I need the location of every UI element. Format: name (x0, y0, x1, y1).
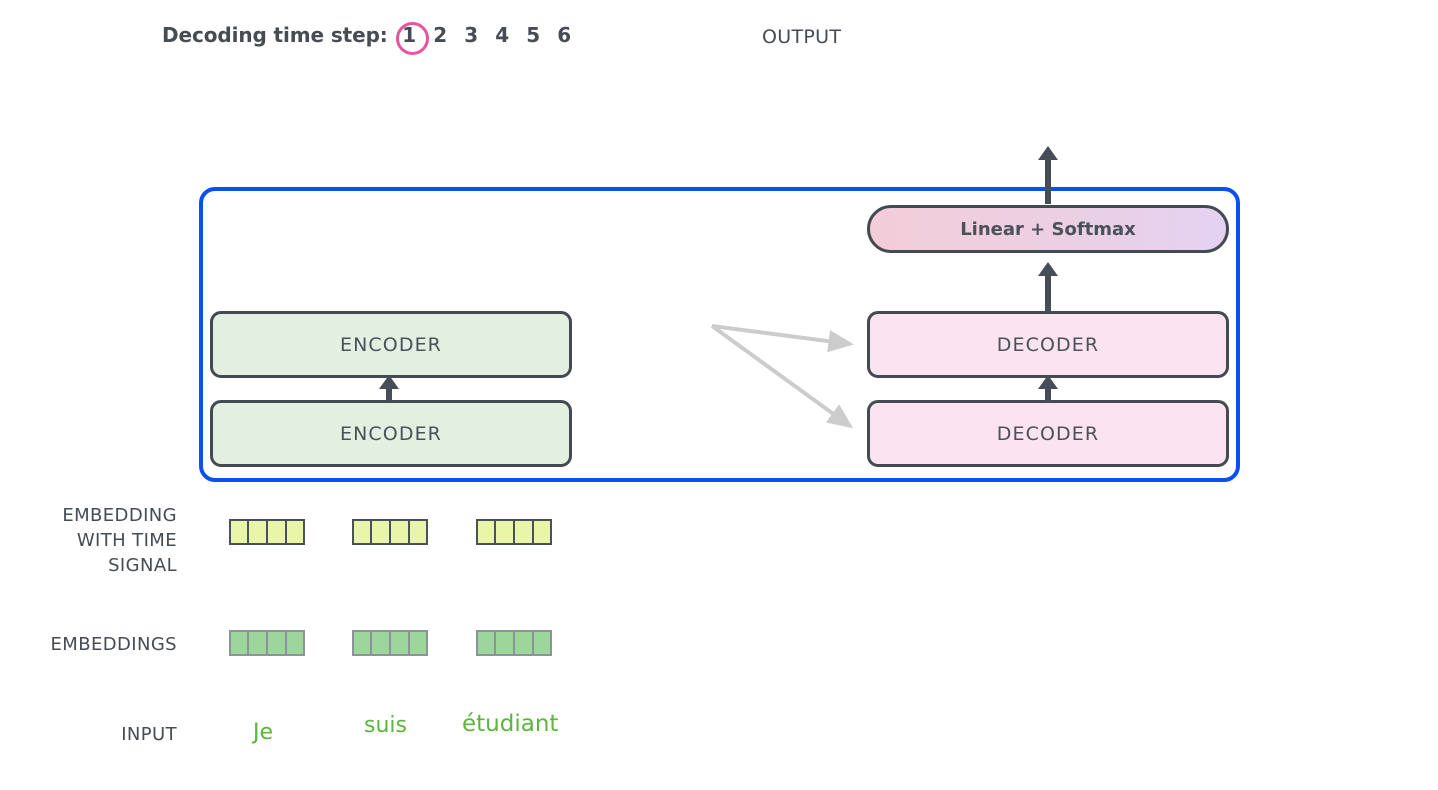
vector-cell (286, 630, 305, 656)
decoding-step-6[interactable]: 6 (557, 23, 572, 47)
arrow-up-icon-decoder-stack (1038, 375, 1058, 403)
input-word-2: étudiant (462, 711, 559, 737)
input-word-1: suis (364, 713, 407, 738)
arrow-shaft (386, 387, 392, 403)
vector-cell (286, 519, 305, 545)
vector-cell (267, 630, 286, 656)
vector-cell (495, 519, 514, 545)
arrow-up-icon-encoder-stack (379, 375, 399, 403)
decoding-time-step-label: Decoding time step: (162, 23, 388, 47)
arrow-shaft (1045, 387, 1051, 403)
arrow-head (1038, 146, 1058, 160)
vector-cell (352, 630, 371, 656)
vector-cell (533, 630, 552, 656)
embedding-vector-2 (476, 630, 552, 656)
embedding-vector-1 (352, 630, 428, 656)
decoding-step-4[interactable]: 4 (495, 23, 510, 47)
decoding-step-list: 1 2 3 4 5 6 (394, 20, 580, 55)
vector-cell (390, 519, 409, 545)
vector-cell (409, 519, 428, 545)
decoding-time-step-header: Decoding time step: 1 2 3 4 5 6 (162, 20, 580, 55)
arrow-head (1038, 262, 1058, 276)
vector-cell (371, 519, 390, 545)
vector-cell (352, 519, 371, 545)
time-signal-vector-1 (352, 519, 428, 545)
vector-cell (229, 519, 248, 545)
row-label-input: INPUT (121, 724, 177, 745)
arrow-encoder-to-decoder-top (711, 324, 854, 353)
vector-cell (514, 630, 533, 656)
arrow-head (1038, 375, 1058, 389)
vector-cell (533, 519, 552, 545)
encoder-block-bottom[interactable]: ENCODER (210, 400, 572, 467)
vector-cell (476, 519, 495, 545)
vector-cell (495, 630, 514, 656)
transformer-model-frame (199, 187, 1240, 482)
arrow-up-icon-decoder-to-softmax (1038, 262, 1058, 312)
encoder-decoder-connection-arrows (710, 324, 854, 429)
decoding-step-2[interactable]: 2 (433, 23, 448, 47)
arrow-shaft (1045, 159, 1051, 204)
vector-cell (476, 630, 495, 656)
output-label: OUTPUT (762, 26, 842, 48)
encoder-block-top[interactable]: ENCODER (210, 311, 572, 378)
arrow-up-icon-softmax-to-output (1038, 146, 1058, 204)
row-label-line-3: SIGNAL (108, 555, 177, 576)
row-label-line-2: WITH TIME (76, 530, 177, 551)
decoder-block-top[interactable]: DECODER (867, 311, 1229, 378)
arrow-encoder-to-decoder-bottom (710, 324, 854, 429)
row-label-embeddings: EMBEDDINGS (50, 634, 177, 655)
vector-cell (371, 630, 390, 656)
vector-cell (514, 519, 533, 545)
arrow-shaft (1045, 275, 1051, 312)
decoding-step-1[interactable]: 1 (394, 20, 429, 55)
vector-cell (248, 630, 267, 656)
vector-cell (229, 630, 248, 656)
vector-cell (248, 519, 267, 545)
decoding-step-3[interactable]: 3 (464, 23, 479, 47)
embedding-vector-0 (229, 630, 305, 656)
vector-cell (390, 630, 409, 656)
time-signal-vector-2 (476, 519, 552, 545)
row-label-line-1: EMBEDDING (62, 505, 177, 526)
vector-cell (409, 630, 428, 656)
row-label-embedding-with-time-signal: EMBEDDING WITH TIME SIGNAL (0, 503, 177, 578)
decoder-block-bottom[interactable]: DECODER (867, 400, 1229, 467)
decoding-step-5[interactable]: 5 (526, 23, 541, 47)
arrow-head (379, 375, 399, 389)
vector-cell (267, 519, 286, 545)
linear-softmax-block[interactable]: Linear + Softmax (867, 205, 1229, 253)
time-signal-vector-0 (229, 519, 305, 545)
input-word-0: Je (253, 720, 274, 745)
